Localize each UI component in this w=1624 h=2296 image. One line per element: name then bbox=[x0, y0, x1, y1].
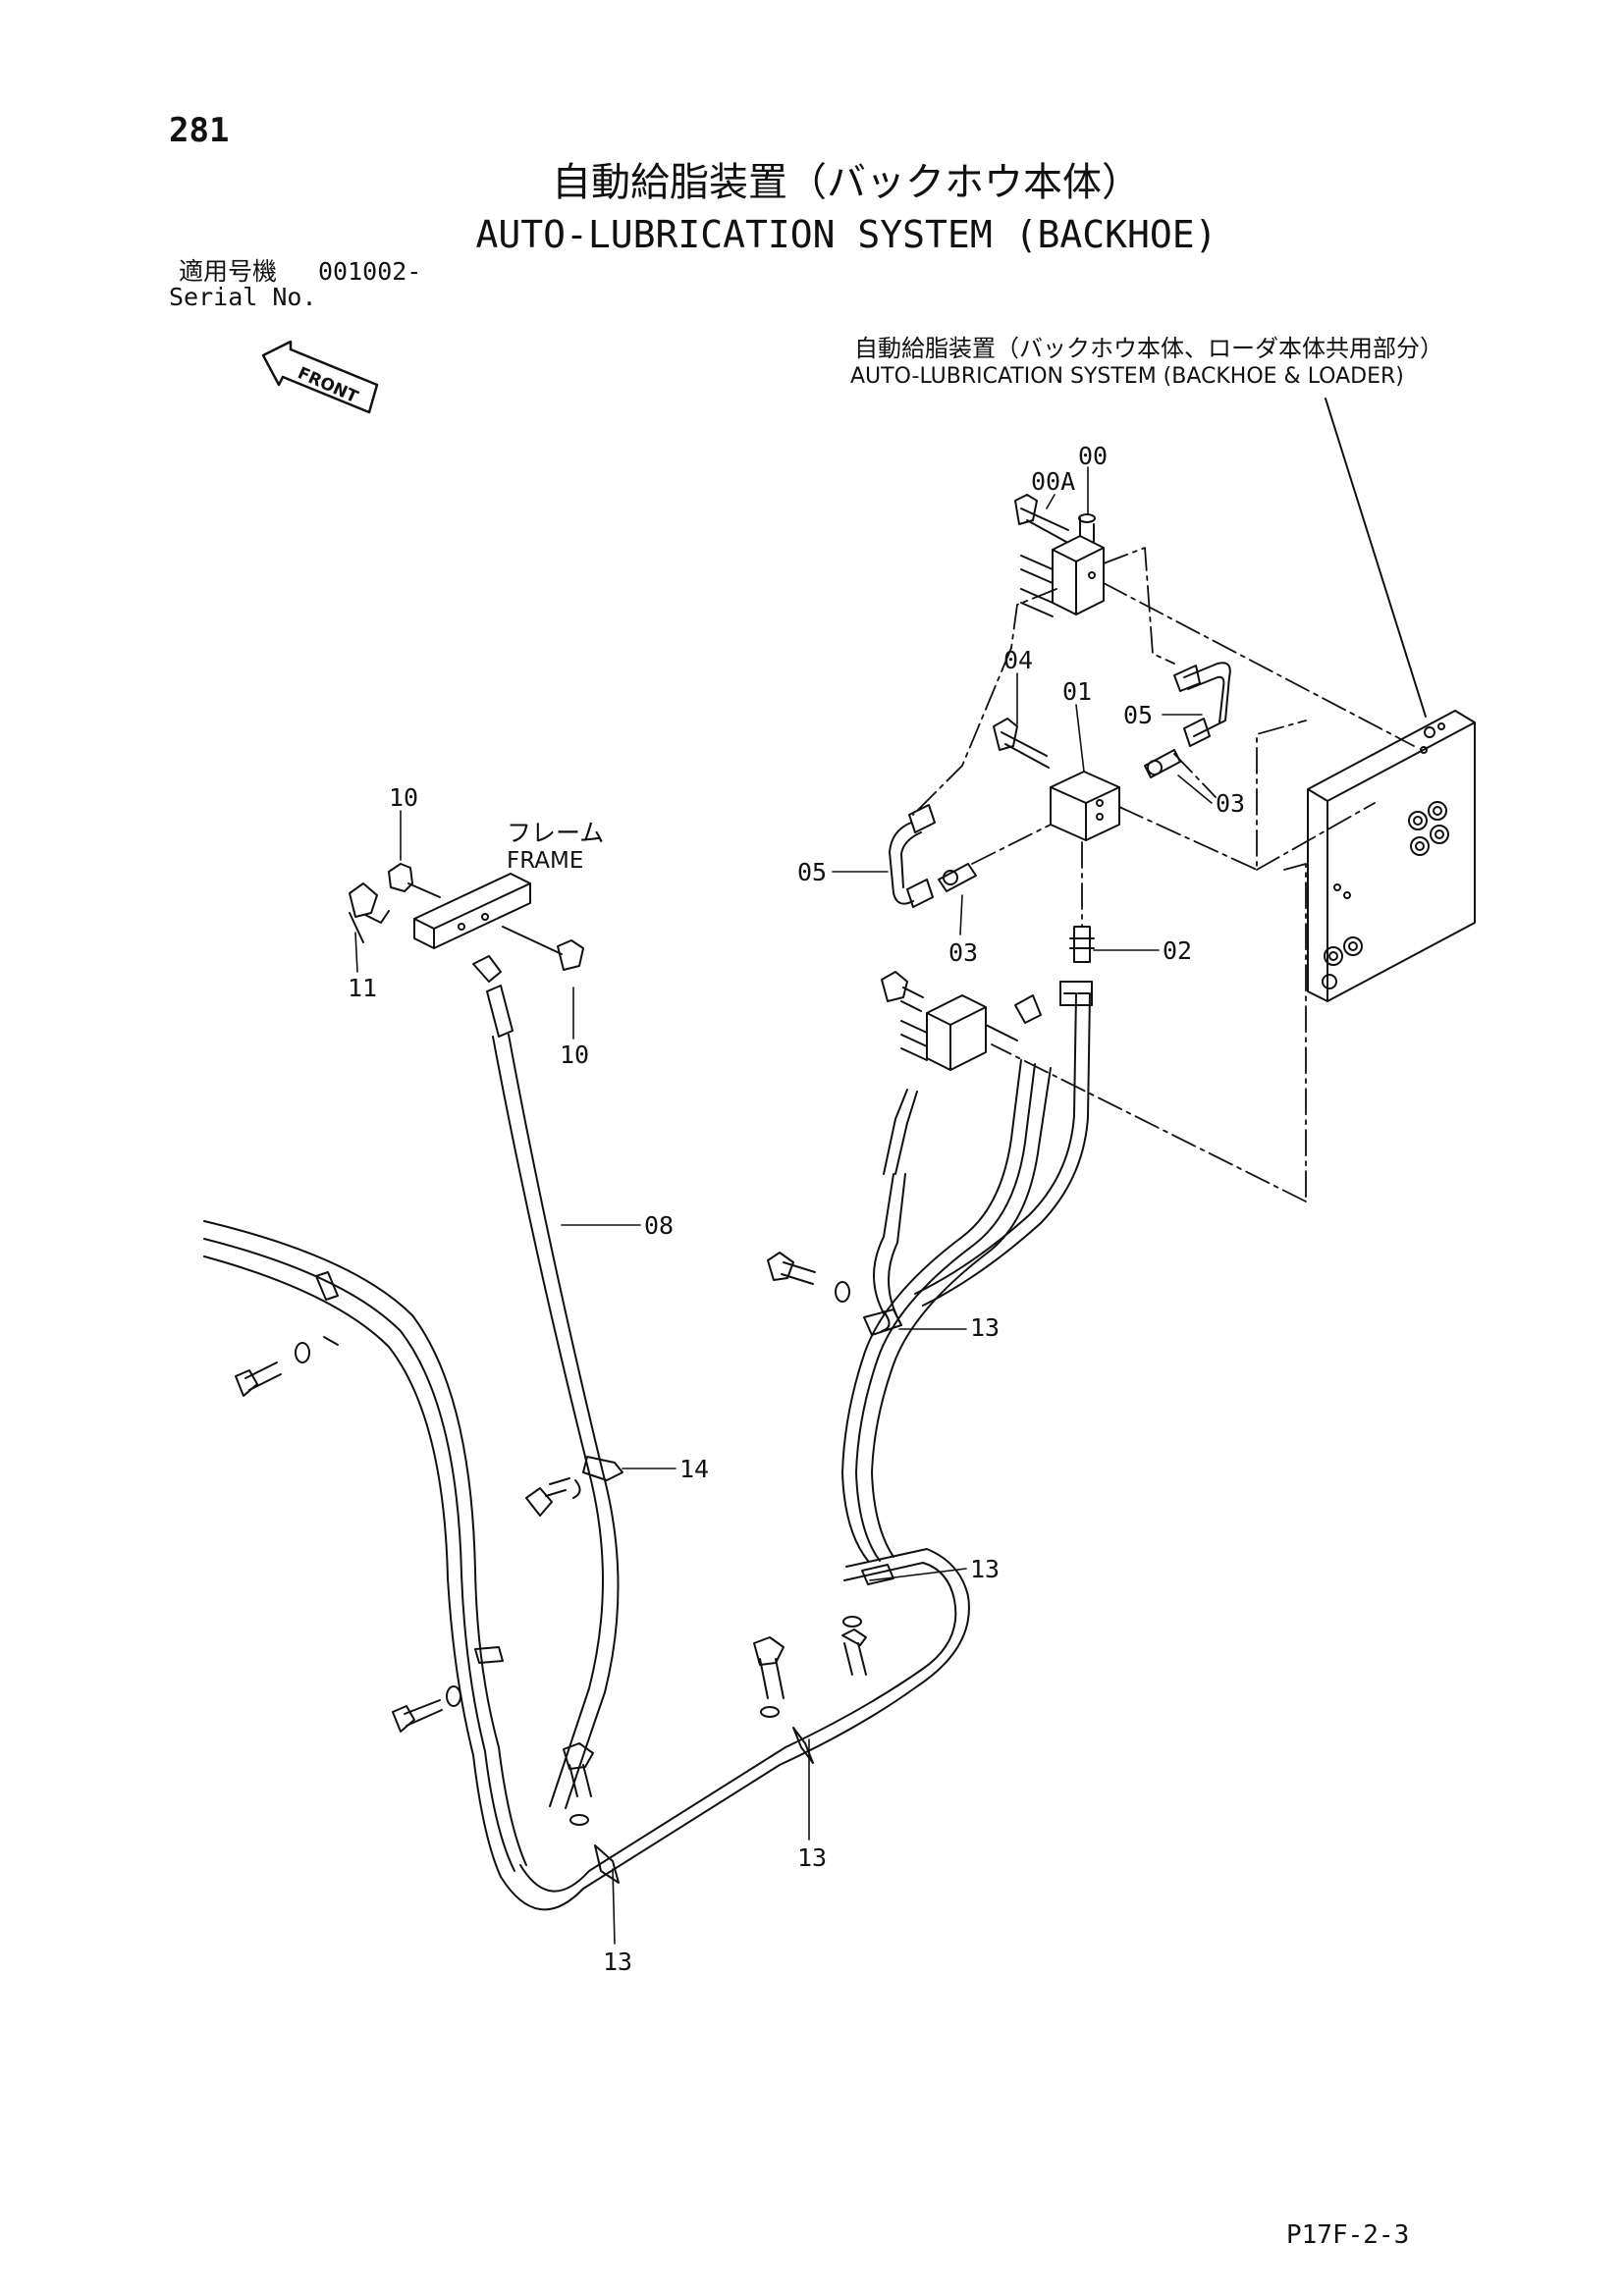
callout-02: 02 bbox=[1163, 936, 1193, 965]
fitting-03-left bbox=[938, 863, 977, 892]
main-grease-line bbox=[203, 1220, 970, 1911]
drawing-code: P17F-2-3 bbox=[1286, 2220, 1410, 2250]
main-distributor-block bbox=[993, 718, 1120, 841]
callout-13-b: 13 bbox=[970, 1555, 1001, 1583]
connection-lines bbox=[912, 547, 1415, 1202]
callout-00: 00 bbox=[1078, 442, 1109, 470]
subassembly-label-english: AUTO-LUBRICATION SYSTEM (BACKHOE & LOADE… bbox=[850, 364, 1404, 389]
callout-10-bottom: 10 bbox=[560, 1041, 590, 1069]
leader-lines bbox=[354, 466, 1213, 1945]
front-arrow-icon: FRONT bbox=[261, 340, 379, 414]
callout-08: 08 bbox=[644, 1211, 675, 1240]
serial-value: 001002- bbox=[318, 257, 422, 286]
callout-05-right: 05 bbox=[1123, 701, 1154, 729]
serial-label-japanese: 適用号機 bbox=[179, 257, 278, 286]
serial-label-english: Serial No. bbox=[169, 283, 317, 311]
callout-05-left: 05 bbox=[797, 858, 828, 886]
frame-label-japanese: フレーム bbox=[507, 819, 605, 847]
title-japanese: 自動給脂装置（バックホウ本体） bbox=[552, 160, 1141, 205]
bolts-and-washers bbox=[235, 1252, 867, 1826]
callout-03-left: 03 bbox=[948, 938, 979, 967]
frame-bracket bbox=[349, 863, 584, 983]
clamps-13 bbox=[315, 1271, 902, 1884]
page-number: 281 bbox=[169, 111, 230, 150]
right-hose-bundle bbox=[841, 981, 1093, 1562]
front-arrow-label: FRONT bbox=[295, 363, 361, 407]
callout-10-top: 10 bbox=[389, 783, 419, 812]
frame-label-english: FRAME bbox=[507, 848, 584, 874]
upper-distributor-block bbox=[1014, 494, 1105, 617]
callout-00a: 00A bbox=[1031, 467, 1076, 496]
callout-01: 01 bbox=[1062, 677, 1093, 706]
callout-03-right: 03 bbox=[1216, 789, 1246, 818]
hose-08 bbox=[486, 985, 620, 1809]
clamp-14 bbox=[525, 1456, 623, 1517]
subassembly-label-japanese: 自動給脂装置（バックホウ本体、ローダ本体共用部分） bbox=[854, 335, 1443, 362]
callout-14: 14 bbox=[679, 1455, 710, 1483]
callout-13-c: 13 bbox=[797, 1843, 828, 1872]
title-english: AUTO-LUBRICATION SYSTEM (BACKHOE) bbox=[475, 213, 1218, 256]
mounting-plate bbox=[1307, 710, 1476, 1002]
callout-11: 11 bbox=[348, 974, 378, 1002]
fitting-02 bbox=[1069, 926, 1095, 963]
lower-valve-assembly bbox=[881, 971, 1042, 1071]
callout-13-d: 13 bbox=[603, 1948, 633, 1976]
callout-04: 04 bbox=[1003, 646, 1034, 674]
fitting-03-right bbox=[1144, 749, 1181, 778]
callout-13-a: 13 bbox=[970, 1313, 1001, 1342]
